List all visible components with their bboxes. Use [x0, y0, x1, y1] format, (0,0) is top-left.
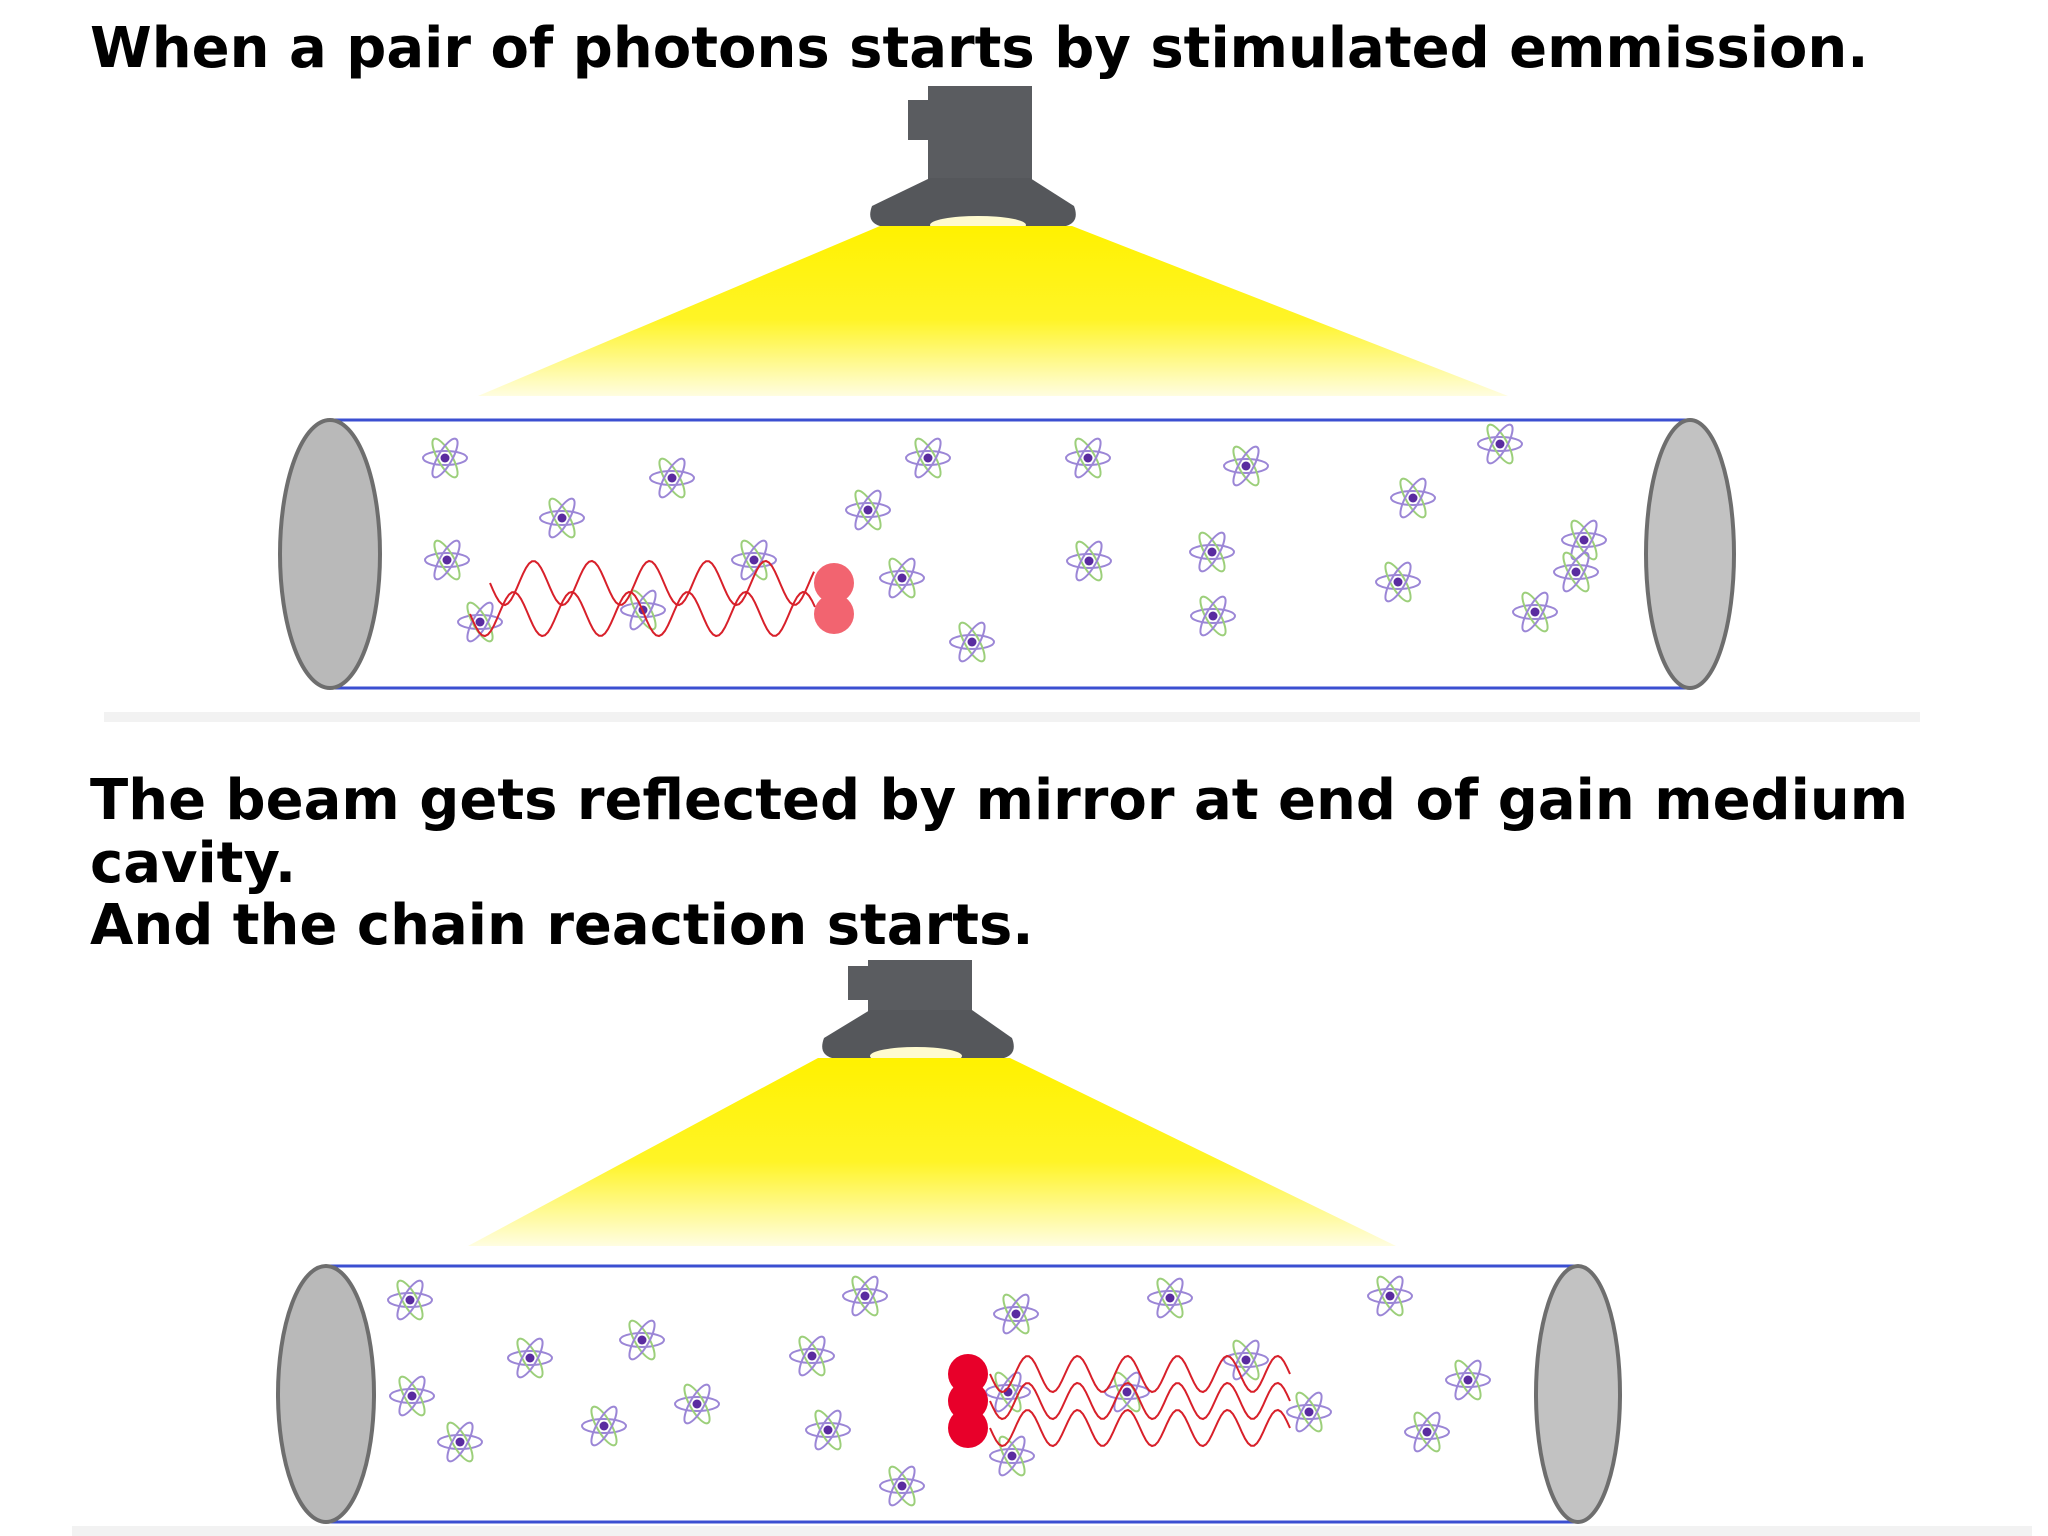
lamp-icon — [870, 86, 1076, 234]
atom-icon — [424, 539, 470, 581]
atoms-group — [422, 423, 1607, 663]
atom-icon — [1477, 423, 1523, 465]
mirror-icon — [278, 418, 382, 690]
photon-wave — [489, 559, 815, 607]
floor-shadow — [72, 1526, 2032, 1536]
atom-icon — [1445, 1359, 1491, 1401]
atom-icon — [1375, 561, 1421, 603]
caption-stimulated-emission: When a pair of photons starts by stimula… — [90, 16, 1869, 81]
atoms-group — [387, 1275, 1491, 1507]
atom-icon — [539, 497, 585, 539]
atom-icon — [879, 1465, 925, 1507]
photon-wave — [989, 1354, 1291, 1394]
atom-icon — [1553, 551, 1599, 593]
atom-icon — [422, 437, 468, 479]
atom-icon — [805, 1409, 851, 1451]
atom-icon — [1286, 1391, 1332, 1433]
mirror-icon — [1534, 1264, 1622, 1524]
photon-icon — [948, 1408, 988, 1448]
atom-icon — [1512, 591, 1558, 633]
atom-icon — [789, 1335, 835, 1377]
atom-icon — [1066, 540, 1112, 582]
mirror-icon — [1644, 418, 1736, 690]
atom-icon — [1223, 1339, 1269, 1381]
atom-icon — [1147, 1277, 1193, 1319]
atom-icon — [1404, 1411, 1450, 1453]
atom-icon — [989, 1435, 1035, 1477]
atom-icon — [457, 601, 503, 643]
light-beam — [478, 226, 1508, 396]
photon-waves — [469, 559, 816, 638]
photon-icon — [814, 563, 854, 603]
photon-waves — [989, 1354, 1291, 1448]
floor-shadow — [104, 712, 1920, 722]
atom-icon — [1189, 531, 1235, 573]
laser-diagram-1 — [104, 86, 1920, 722]
caption-chain-reaction: The beam gets reflected by mirror at end… — [90, 768, 1909, 959]
atom-icon — [389, 1375, 435, 1417]
atom-icon — [1190, 595, 1236, 637]
lamp-icon — [822, 960, 1014, 1065]
atom-icon — [731, 539, 777, 581]
atom-icon — [949, 621, 995, 663]
atom-icon — [387, 1279, 433, 1321]
laser-diagram-panel-1 — [0, 80, 2048, 730]
photon-wave — [989, 1381, 1291, 1421]
laser-diagram-panel-2 — [0, 960, 2048, 1536]
atom-icon — [905, 437, 951, 479]
atom-icon — [993, 1293, 1039, 1335]
atom-icon — [1223, 445, 1269, 487]
atom-icon — [1561, 519, 1607, 561]
atom-icon — [879, 557, 925, 599]
atom-icon — [581, 1405, 627, 1447]
atom-icon — [842, 1275, 888, 1317]
laser-diagram-2 — [72, 960, 2032, 1536]
atom-icon — [649, 457, 695, 499]
gain-medium-cavity — [330, 1264, 1580, 1524]
atom-icon — [1065, 437, 1111, 479]
photon-wave — [989, 1408, 1291, 1448]
light-beam — [468, 1058, 1396, 1246]
atom-icon — [507, 1337, 553, 1379]
atom-icon — [1390, 477, 1436, 519]
atom-icon — [619, 1319, 665, 1361]
photon-wave — [469, 590, 816, 638]
mirror-icon — [276, 1264, 376, 1524]
atom-icon — [845, 489, 891, 531]
gain-medium-cavity — [335, 418, 1690, 690]
atom-icon — [1367, 1275, 1413, 1317]
photon-icon — [814, 594, 854, 634]
atom-icon — [674, 1383, 720, 1425]
atom-icon — [437, 1421, 483, 1463]
